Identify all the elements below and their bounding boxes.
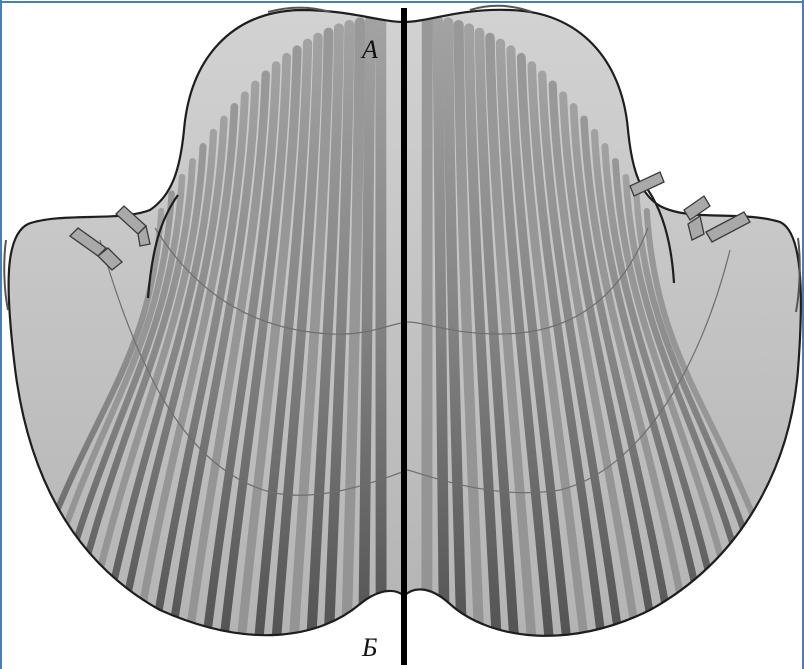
stripe [438, 21, 445, 660]
stripe [363, 21, 370, 660]
label-top: А [360, 35, 378, 64]
stripe [426, 20, 427, 660]
left-edge-tuft [4, 240, 8, 310]
stripe [381, 20, 382, 660]
label-bottom: Б [361, 633, 377, 662]
